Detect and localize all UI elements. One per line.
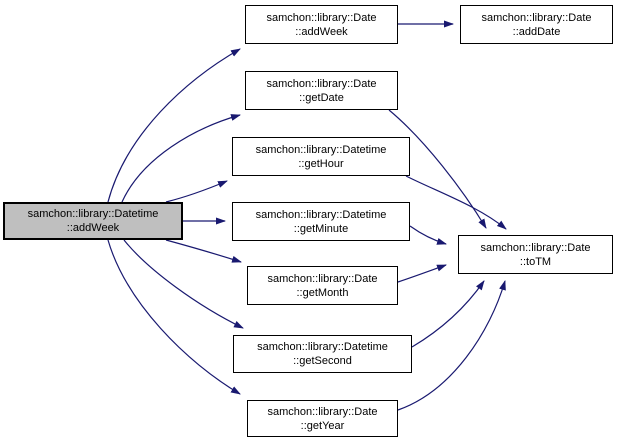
edge-datetime_getminute-to-date_totm [409,225,447,245]
node-datetime-getsecond[interactable]: samchon::library::Datetime ::getSecond [233,335,412,373]
edge-datetime_getsecond-to-date_totm [411,280,485,348]
edge-datetime_addweek-to-date_getyear [107,239,241,395]
edge-datetime_addweek-to-date_getmonth [165,239,242,263]
edge-date_getdate-to-date_totm [388,109,487,229]
edge-datetime_addweek-to-datetime_gethour [165,180,228,203]
node-date-adddate[interactable]: samchon::library::Date ::addDate [460,5,613,44]
node-datetime-addweek: samchon::library::Datetime ::addWeek [3,202,183,240]
node-date-getyear[interactable]: samchon::library::Date ::getYear [247,400,398,437]
node-date-getmonth[interactable]: samchon::library::Date ::getMonth [247,266,398,305]
node-date-getdate[interactable]: samchon::library::Date ::getDate [245,71,398,110]
edge-datetime_addweek-to-date_addweek [107,48,241,203]
node-datetime-gethour[interactable]: samchon::library::Datetime ::getHour [232,137,410,176]
edge-datetime_addweek-to-date_getdate [121,114,241,203]
edge-date_getyear-to-date_totm [397,280,506,411]
edge-date_getmonth-to-date_totm [397,264,447,283]
edge-datetime_addweek-to-datetime_getsecond [123,239,244,329]
node-datetime-getminute[interactable]: samchon::library::Datetime ::getMinute [232,202,410,241]
edge-datetime_gethour-to-date_totm [405,175,507,230]
node-date-totm[interactable]: samchon::library::Date ::toTM [458,235,613,274]
node-date-addweek[interactable]: samchon::library::Date ::addWeek [245,5,398,44]
